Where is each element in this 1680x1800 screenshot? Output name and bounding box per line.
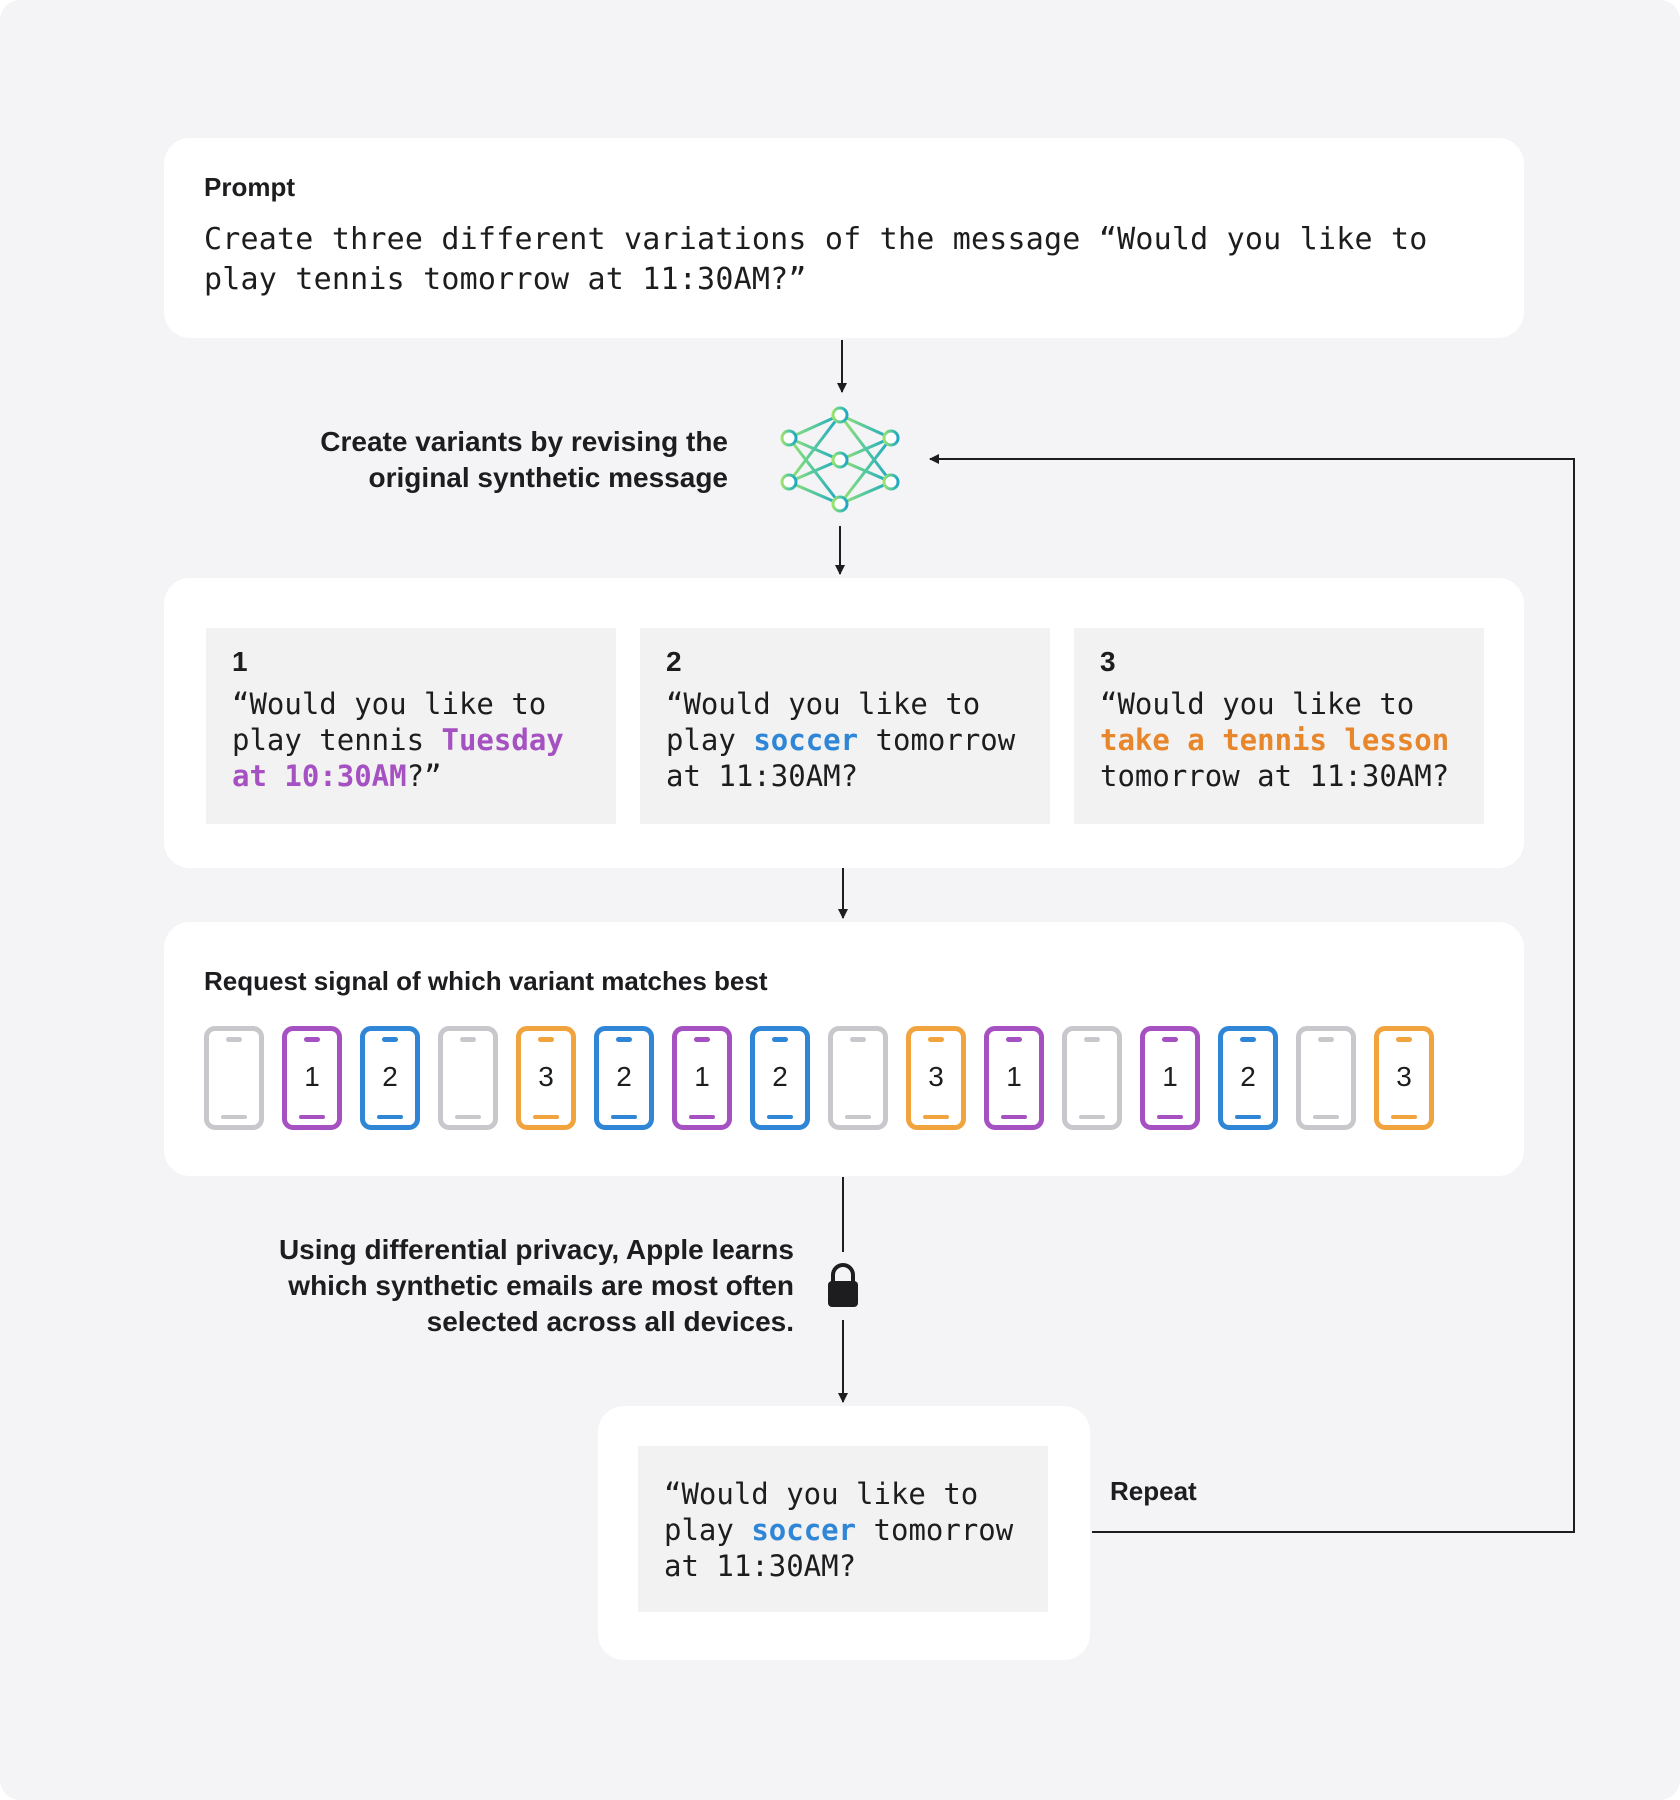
device-home-bar [1313,1115,1339,1119]
device-vote-label: 2 [1240,1061,1256,1092]
device-home-bar [1079,1115,1105,1119]
device-no-vote [438,1026,498,1130]
device-speaker [538,1037,554,1042]
device-home-bar [923,1115,949,1119]
repeat-label: Repeat [1110,1476,1197,1506]
result-card: “Would you like to play soccer tomorrow … [598,1406,1090,1660]
device-speaker [226,1037,242,1042]
device-no-vote [1296,1026,1356,1130]
lock-icon [828,1263,858,1307]
result-text: “Would you like to play soccer tomorrow … [664,1476,1044,1584]
device-vote-3: 3 [906,1026,966,1130]
device-speaker [616,1037,632,1042]
device-home-bar [221,1115,247,1119]
result-message: “Would you like to play soccer tomorrow … [638,1446,1048,1612]
device-home-bar [1001,1115,1027,1119]
device-vote-2: 2 [594,1026,654,1130]
device-speaker [1318,1037,1334,1042]
variant-number: 3 [1100,646,1116,677]
prompt-text: Create three different variations of the… [204,222,1428,297]
result-text-after: tomorrow at 11:30AM? [664,1513,1014,1583]
device-home-bar [767,1115,793,1119]
variant-text-before: “Would you like to play tennis [232,687,547,757]
variant-text-after: tomorrow at 11:30AM? [1100,759,1450,793]
variant-number: 1 [232,646,248,677]
device-speaker [1006,1037,1022,1042]
device-home-bar [455,1115,481,1119]
device-home-bar [533,1115,559,1119]
device-vote-label: 2 [382,1061,398,1092]
device-vote-2: 2 [1218,1026,1278,1130]
variant-1: 1 “Would you like to play tennis Tuesday… [206,628,616,824]
prompt-title: Prompt [204,172,295,202]
device-speaker [1396,1037,1412,1042]
device-home-bar [1235,1115,1261,1119]
variant-text-after: ?” [406,759,442,793]
variant-highlight: take a tennis lesson [1100,723,1450,757]
device-no-vote [828,1026,888,1130]
variant-highlight: Tuesday at 10:30AM [232,723,564,793]
device-vote-label: 3 [1396,1061,1412,1092]
variants-card: 1 “Would you like to play tennis Tuesday… [164,578,1524,868]
device-speaker [850,1037,866,1042]
variant-number: 2 [666,646,682,677]
device-speaker [460,1037,476,1042]
variant-2: 2 “Would you like to play soccer tomorro… [640,628,1050,824]
device-vote-label: 3 [928,1061,944,1092]
variant-text: “Would you like to play soccer tomorrow … [666,686,1046,794]
variant-text-before: “Would you like to play [666,687,981,757]
result-text-before: “Would you like to play [664,1477,979,1547]
device-vote-label: 3 [538,1061,554,1092]
device-speaker [772,1037,788,1042]
variant-text: “Would you like to play tennis Tuesday a… [232,686,612,794]
device-vote-label: 2 [772,1061,788,1092]
device-home-bar [1391,1115,1417,1119]
device-speaker [304,1037,320,1042]
device-home-bar [1157,1115,1183,1119]
device-vote-label: 2 [616,1061,632,1092]
device-speaker [928,1037,944,1042]
prompt-card: Prompt Create three different variations… [164,138,1524,338]
revise-label: Create variants by revising the original… [320,426,728,493]
device-vote-label: 1 [1006,1061,1022,1092]
device-home-bar [377,1115,403,1119]
device-vote-1: 1 [984,1026,1044,1130]
signal-card: Request signal of which variant matches … [164,922,1524,1176]
neural-network-icon [780,406,900,513]
variant-text-before: “Would you like to [1100,687,1415,721]
device-vote-label: 1 [1162,1061,1178,1092]
device-vote-label: 1 [304,1061,320,1092]
device-speaker [694,1037,710,1042]
device-home-bar [299,1115,325,1119]
variant-text-after: tomorrow at 11:30AM? [666,723,1016,793]
device-speaker [1240,1037,1256,1042]
device-vote-1: 1 [1140,1026,1200,1130]
variant-3: 3 “Would you like to take a tennis lesso… [1074,628,1484,824]
device-vote-3: 3 [516,1026,576,1130]
device-vote-2: 2 [750,1026,810,1130]
privacy-label: Using differential privacy, Apple learns… [278,1234,794,1337]
device-no-vote [1062,1026,1122,1130]
variant-text: “Would you like to take a tennis lesson … [1100,686,1480,794]
device-home-bar [611,1115,637,1119]
device-home-bar [845,1115,871,1119]
device-vote-1: 1 [672,1026,732,1130]
device-row: 1 2 3 2 1 2 3 1 1 2 3 [204,1026,1504,1130]
device-home-bar [689,1115,715,1119]
device-vote-label: 1 [694,1061,710,1092]
variant-highlight: soccer [753,723,859,757]
device-vote-3: 3 [1374,1026,1434,1130]
device-vote-2: 2 [360,1026,420,1130]
device-speaker [1084,1037,1100,1042]
device-vote-1: 1 [282,1026,342,1130]
device-speaker [1162,1037,1178,1042]
device-no-vote [204,1026,264,1130]
signal-title: Request signal of which variant matches … [204,966,768,996]
device-speaker [382,1037,398,1042]
result-highlight: soccer [751,1513,857,1547]
